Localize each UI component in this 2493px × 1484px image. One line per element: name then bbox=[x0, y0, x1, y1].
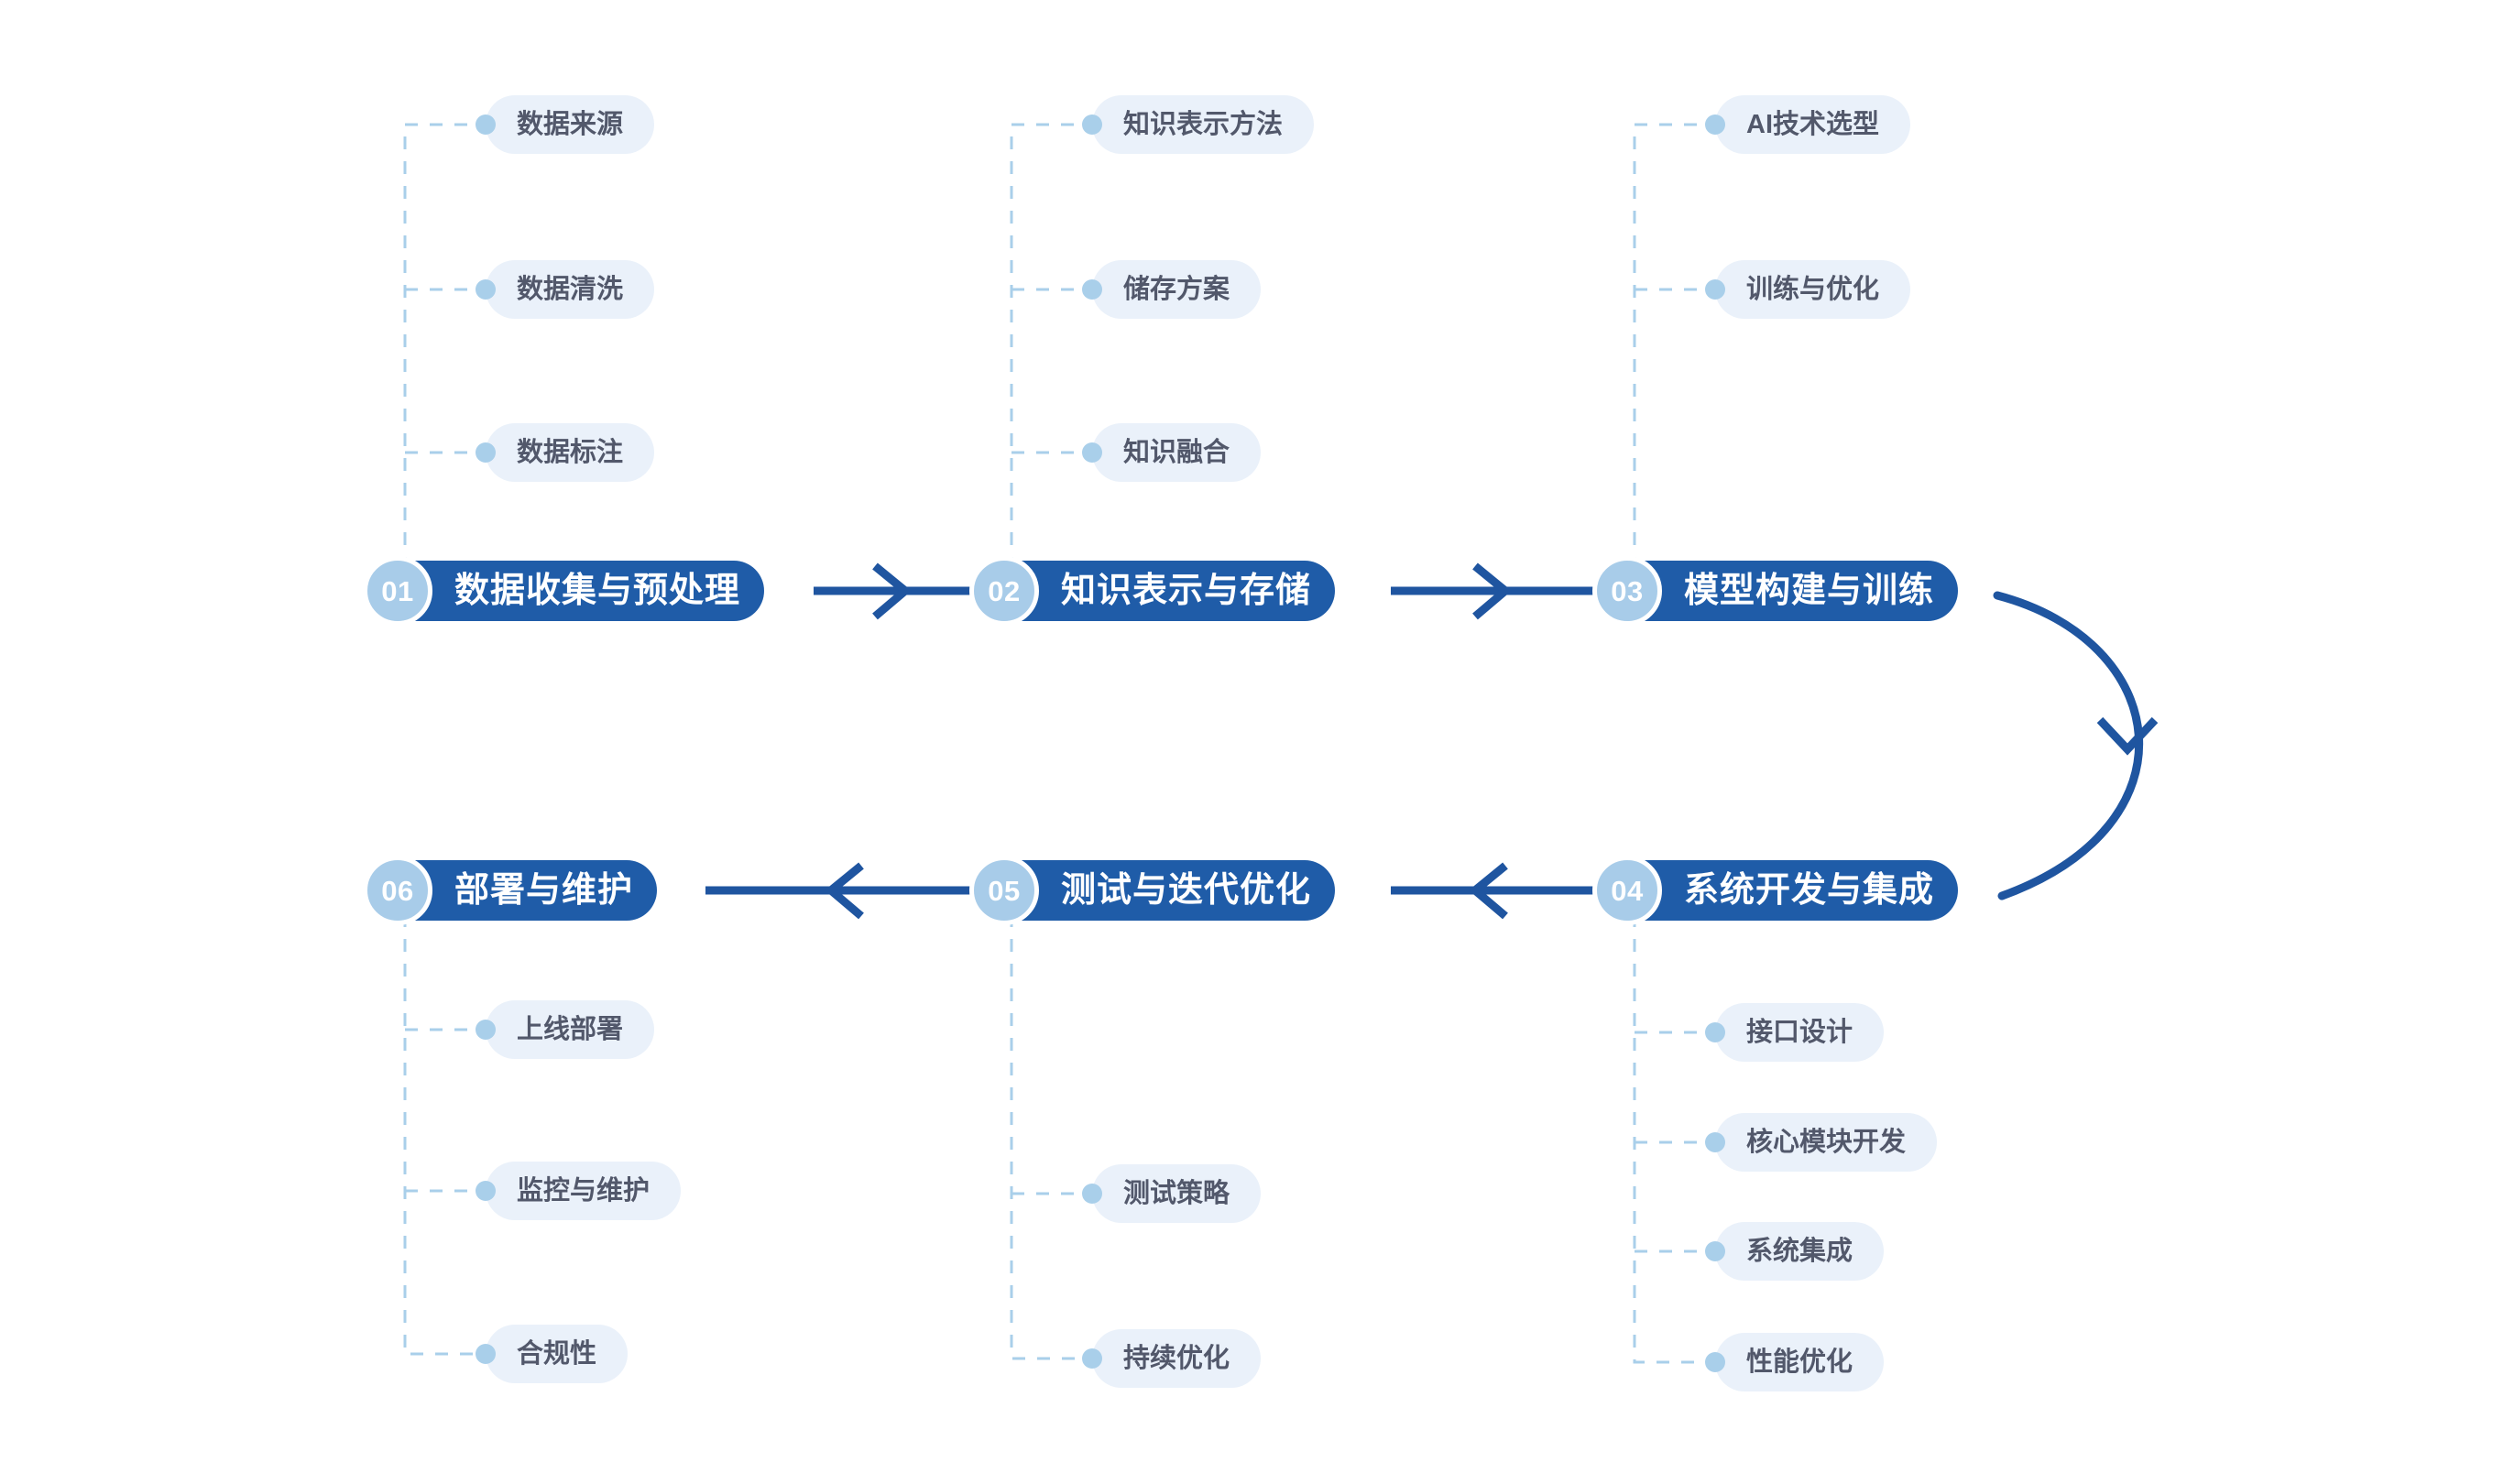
branch-line-stage-03 bbox=[1633, 123, 1715, 570]
arrowhead-04-05 bbox=[1468, 862, 1508, 920]
branch-line-stage-02 bbox=[1010, 123, 1092, 570]
stage-number-04: 04 bbox=[1611, 874, 1644, 907]
connector-dot-icon bbox=[476, 1344, 496, 1364]
stage-pill-06[interactable]: 06 部署与维护 bbox=[363, 856, 658, 925]
sub-node-label: 数据来源 bbox=[517, 109, 624, 139]
stage-node-02[interactable]: 02 知识表示与存储 bbox=[969, 556, 1336, 626]
stage-pill-03[interactable]: 03 模型构建与训练 bbox=[1592, 556, 1959, 626]
branch-line-stage-06 bbox=[403, 914, 486, 1356]
connector-dot-icon bbox=[1082, 1184, 1102, 1204]
arrowhead-01-02 bbox=[872, 562, 913, 620]
sub-node-monitoring-maintenance[interactable]: 监控与维护 bbox=[476, 1162, 682, 1220]
stage-node-06[interactable]: 06 部署与维护 bbox=[363, 856, 658, 925]
connector-curve-03-04 bbox=[1993, 591, 2143, 900]
stage-badge-02: 02 bbox=[969, 556, 1039, 626]
sub-node-label: AI技术选型 bbox=[1746, 109, 1880, 139]
stage-pill-04[interactable]: 04 系统开发与集成 bbox=[1592, 856, 1959, 925]
sub-node-label: 储存方案 bbox=[1123, 274, 1230, 304]
sub-node-core-module-dev[interactable]: 核心模块开发 bbox=[1705, 1113, 1938, 1172]
stage-number-02: 02 bbox=[988, 574, 1021, 607]
branch-line-stage-01 bbox=[403, 123, 486, 570]
arrowhead-02-03 bbox=[1472, 562, 1513, 620]
sub-node-storage-plan[interactable]: 储存方案 bbox=[1082, 260, 1262, 319]
stage-pill-01[interactable]: 01 数据收集与预处理 bbox=[363, 556, 765, 626]
connector-dot-icon bbox=[1082, 442, 1102, 463]
connector-dot-icon bbox=[1705, 1352, 1725, 1372]
sub-node-continuous-optimization[interactable]: 持续优化 bbox=[1082, 1329, 1262, 1388]
sub-node-performance-optimization[interactable]: 性能优化 bbox=[1705, 1333, 1885, 1391]
stage-node-04[interactable]: 04 系统开发与集成 bbox=[1592, 856, 1959, 925]
sub-node-knowledge-fusion[interactable]: 知识融合 bbox=[1082, 423, 1262, 482]
stage-label-03: 模型构建与训练 bbox=[1684, 572, 1935, 610]
stage-pill-02[interactable]: 02 知识表示与存储 bbox=[969, 556, 1336, 626]
stage-number-01: 01 bbox=[381, 574, 414, 607]
stage-node-01[interactable]: 01 数据收集与预处理 bbox=[363, 556, 765, 626]
connector-dot-icon bbox=[1082, 115, 1102, 135]
connector-dot-icon bbox=[476, 1181, 496, 1201]
sub-node-label: 系统集成 bbox=[1746, 1236, 1853, 1266]
branch-line-stage-05 bbox=[1010, 914, 1092, 1360]
stage-label-06: 部署与维护 bbox=[454, 871, 634, 910]
stage-badge-05: 05 bbox=[969, 856, 1039, 925]
sub-node-data-labeling[interactable]: 数据标注 bbox=[476, 423, 655, 482]
sub-node-data-source[interactable]: 数据来源 bbox=[476, 95, 655, 154]
sub-node-label: 监控与维护 bbox=[517, 1175, 651, 1206]
sub-node-label: 上线部署 bbox=[517, 1014, 624, 1044]
arrowhead-03-04 bbox=[2096, 716, 2159, 756]
connector-dot-icon bbox=[476, 442, 496, 463]
sub-node-label: 数据标注 bbox=[517, 437, 624, 467]
sub-node-knowledge-representation[interactable]: 知识表示方法 bbox=[1082, 95, 1315, 154]
connector-dot-icon bbox=[1705, 1022, 1725, 1042]
stage-number-05: 05 bbox=[988, 874, 1021, 907]
branch-line-stage-04 bbox=[1633, 914, 1715, 1364]
stage-label-04: 系统开发与集成 bbox=[1684, 871, 1935, 910]
stage-pill-05[interactable]: 05 测试与迭代优化 bbox=[969, 856, 1336, 925]
sub-node-data-cleaning[interactable]: 数据清洗 bbox=[476, 260, 655, 319]
sub-node-label: 知识表示方法 bbox=[1123, 109, 1284, 139]
sub-node-label: 核心模块开发 bbox=[1746, 1127, 1907, 1157]
connector-dot-icon bbox=[1705, 279, 1725, 300]
connector-dot-icon bbox=[476, 115, 496, 135]
stage-badge-01: 01 bbox=[363, 556, 432, 626]
sub-node-label: 持续优化 bbox=[1123, 1343, 1230, 1373]
stage-label-01: 数据收集与预处理 bbox=[454, 572, 741, 610]
sub-node-label: 训练与优化 bbox=[1746, 274, 1880, 304]
sub-node-label: 性能优化 bbox=[1746, 1347, 1853, 1377]
sub-node-compliance[interactable]: 合规性 bbox=[476, 1325, 629, 1383]
stage-label-02: 知识表示与存储 bbox=[1061, 572, 1312, 610]
connector-dot-icon bbox=[1705, 1241, 1725, 1261]
arrowhead-05-06 bbox=[824, 862, 864, 920]
connector-dot-icon bbox=[1082, 1348, 1102, 1369]
sub-node-test-strategy[interactable]: 测试策略 bbox=[1082, 1164, 1262, 1223]
connector-dot-icon bbox=[1705, 115, 1725, 135]
sub-node-ai-tech-selection[interactable]: AI技术选型 bbox=[1705, 95, 1911, 154]
sub-node-label: 知识融合 bbox=[1123, 437, 1230, 467]
stage-label-05: 测试与迭代优化 bbox=[1061, 871, 1312, 910]
sub-node-label: 接口设计 bbox=[1746, 1017, 1853, 1047]
stage-badge-04: 04 bbox=[1592, 856, 1662, 925]
sub-node-system-integration[interactable]: 系统集成 bbox=[1705, 1222, 1885, 1281]
stage-node-03[interactable]: 03 模型构建与训练 bbox=[1592, 556, 1959, 626]
connector-dot-icon bbox=[476, 1020, 496, 1040]
stage-number-03: 03 bbox=[1611, 574, 1644, 607]
sub-node-interface-design[interactable]: 接口设计 bbox=[1705, 1003, 1885, 1062]
stage-badge-06: 06 bbox=[363, 856, 432, 925]
connector-dot-icon bbox=[1705, 1132, 1725, 1152]
sub-node-label: 合规性 bbox=[517, 1338, 597, 1369]
stage-number-06: 06 bbox=[381, 874, 414, 907]
sub-node-training-optimization[interactable]: 训练与优化 bbox=[1705, 260, 1911, 319]
sub-node-go-live-deployment[interactable]: 上线部署 bbox=[476, 1000, 655, 1059]
sub-node-label: 测试策略 bbox=[1123, 1178, 1230, 1208]
sub-node-label: 数据清洗 bbox=[517, 274, 624, 304]
connector-dot-icon bbox=[476, 279, 496, 300]
connector-dot-icon bbox=[1082, 279, 1102, 300]
stage-node-05[interactable]: 05 测试与迭代优化 bbox=[969, 856, 1336, 925]
stage-badge-03: 03 bbox=[1592, 556, 1662, 626]
